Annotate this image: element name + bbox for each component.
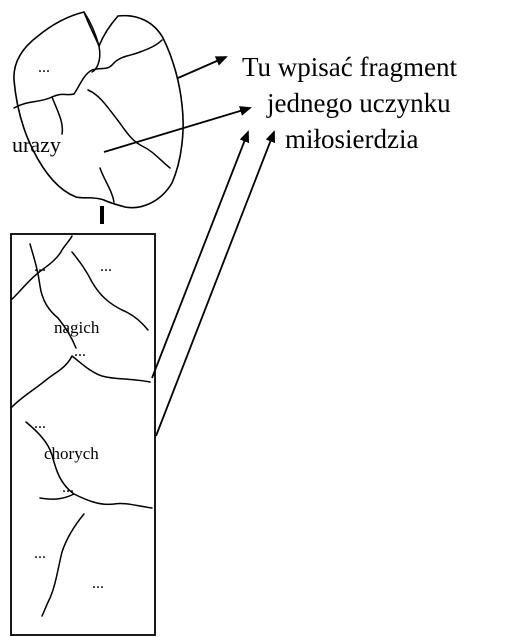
leaf-crack xyxy=(51,96,64,135)
panel-ellipsis: ... xyxy=(100,258,112,275)
leaf-crack xyxy=(87,89,171,169)
leaf-crack xyxy=(99,167,115,203)
arrow-from-panel-upper xyxy=(151,130,250,379)
leaf-label-urazy: urazy xyxy=(12,132,61,157)
panel-ellipsis: ... xyxy=(92,575,104,592)
panel-ellipsis: ... xyxy=(34,545,46,562)
arrows xyxy=(103,56,276,437)
panel-ellipsis: ... xyxy=(62,479,74,496)
leaf-crack xyxy=(83,11,101,73)
panel-crack xyxy=(29,243,77,349)
panel-crack xyxy=(71,251,149,331)
panel-crack xyxy=(10,355,151,409)
panel-label-nagich: nagich xyxy=(54,318,100,337)
instruction-line-1: Tu wpisać fragment xyxy=(242,52,457,82)
panel-ellipsis: ... xyxy=(74,343,86,360)
leaf-outline xyxy=(13,11,184,209)
leaf-shape: ... urazy xyxy=(12,11,184,209)
leaf-crack xyxy=(13,39,163,109)
arrow-from-panel-lower xyxy=(155,130,276,437)
instruction-line-3: miłosierdzia xyxy=(285,124,418,154)
panel-crack xyxy=(39,493,153,509)
panel-crack xyxy=(10,235,73,301)
arrow-from-leaf xyxy=(103,106,252,153)
leaf-ellipsis: ... xyxy=(38,59,50,76)
panel-crack xyxy=(41,513,85,617)
panel-ellipsis: ... xyxy=(34,415,46,432)
arrow-short xyxy=(177,56,228,79)
panel-label-chorych: chorych xyxy=(44,444,99,463)
panel-frame xyxy=(10,233,156,636)
panel: ... ... nagich ... ... chorych ... ... .… xyxy=(10,233,156,636)
panel-ellipsis: ... xyxy=(34,258,46,275)
instruction-text: Tu wpisać fragment jednego uczynku miłos… xyxy=(242,52,457,154)
panel-crack xyxy=(25,421,75,495)
instruction-line-2: jednego uczynku xyxy=(266,88,451,118)
